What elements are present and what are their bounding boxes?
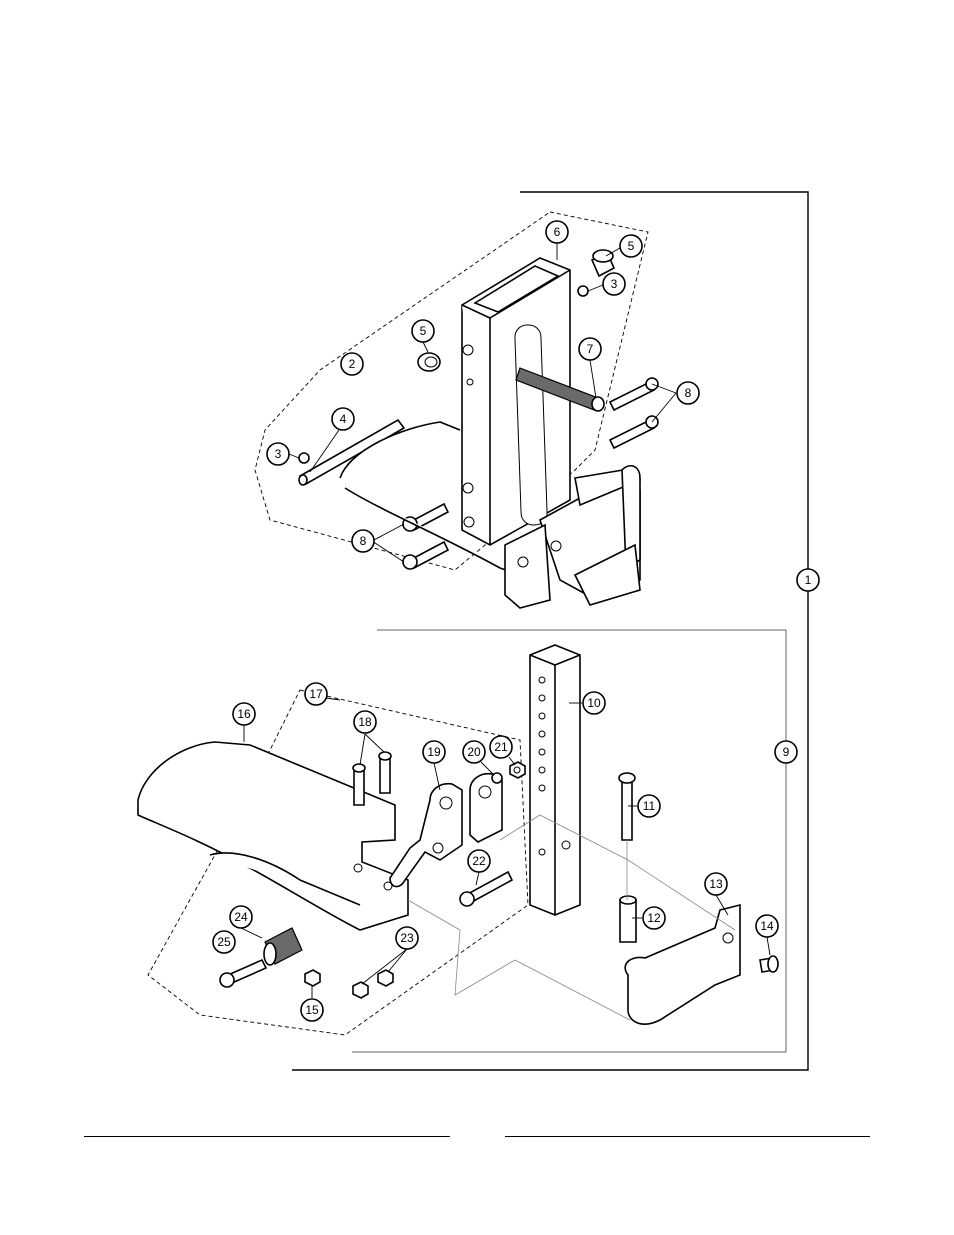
knob-part-24: [263, 927, 303, 966]
svg-text:20: 20: [467, 745, 481, 759]
clip-part-3-right: [577, 285, 589, 297]
upper-footplate-outline: [339, 421, 521, 576]
svg-text:5: 5: [420, 324, 427, 338]
callout-10: 10: [582, 691, 606, 715]
pin-part-4: [298, 418, 406, 486]
footer-rule-left: [84, 1136, 450, 1137]
callout-7: 7: [578, 337, 602, 361]
svg-text:10: 10: [587, 696, 601, 710]
svg-text:14: 14: [760, 919, 774, 933]
callout-19: 19: [422, 740, 446, 764]
callout-8-right: 8: [676, 381, 700, 405]
footer-rule-right: [505, 1136, 870, 1137]
svg-text:24: 24: [234, 910, 248, 924]
screw-part-22: [459, 870, 514, 907]
callout-1: 1: [796, 568, 820, 592]
threaded-rod-part-7: [515, 367, 605, 412]
svg-text:9: 9: [783, 745, 790, 759]
svg-text:7: 7: [587, 342, 594, 356]
callout-13: 13: [704, 872, 728, 896]
nut-part-15: [304, 969, 321, 987]
callout-14: 14: [755, 914, 779, 938]
svg-text:2: 2: [349, 357, 356, 371]
svg-text:4: 4: [340, 412, 347, 426]
callout-17: 17: [304, 682, 328, 706]
callout-16: 16: [232, 702, 256, 726]
spacer-part-12: [619, 895, 637, 943]
svg-text:21: 21: [494, 740, 508, 754]
svg-text:8: 8: [360, 534, 367, 548]
footplate-part-16: [137, 741, 409, 931]
svg-text:13: 13: [709, 877, 723, 891]
callout-6: 6: [545, 220, 569, 244]
svg-text:15: 15: [305, 1003, 319, 1017]
callout-23: 23: [395, 926, 419, 950]
svg-text:16: 16: [237, 707, 251, 721]
svg-text:8: 8: [685, 386, 692, 400]
callout-3-left: 3: [266, 442, 290, 466]
callout-5-right: 5: [619, 234, 643, 258]
bolt-part-11: [618, 772, 636, 841]
callout-5-left: 5: [411, 319, 435, 343]
svg-text:25: 25: [217, 935, 231, 949]
callout-2: 2: [340, 352, 364, 376]
callout-8-left: 8: [351, 529, 375, 553]
svg-text:3: 3: [275, 447, 282, 461]
svg-text:18: 18: [358, 715, 372, 729]
hinge-part-19: [389, 782, 463, 888]
callout-12: 12: [642, 906, 666, 930]
callout-21: 21: [489, 735, 513, 759]
bushing-part-5-right: [590, 249, 616, 278]
callout-3-right: 3: [602, 272, 626, 296]
housing-part-6: [461, 257, 571, 546]
svg-text:11: 11: [643, 799, 656, 813]
nut-part-23: [352, 969, 394, 999]
bushing-part-5-left: [417, 352, 441, 372]
callout-11: 11: [637, 794, 661, 818]
bracket-part-13: [624, 903, 741, 1025]
svg-text:5: 5: [628, 239, 635, 253]
bolt-part-18: [352, 751, 392, 806]
callout-24: 24: [229, 905, 253, 929]
tube-part-10: [529, 644, 581, 916]
nut-part-21: [509, 761, 526, 779]
assembly-bracket-9: [352, 629, 787, 1053]
assembly-bracket-1: [292, 191, 809, 1071]
assembly-phantom-lines: [407, 814, 736, 1021]
clip-part-3-left: [298, 452, 310, 464]
screw-part-14: [759, 955, 779, 973]
svg-text:17: 17: [309, 687, 323, 701]
callout-22: 22: [467, 849, 491, 873]
screw-part-8: [402, 377, 659, 570]
callout-20: 20: [462, 740, 486, 764]
svg-text:23: 23: [400, 931, 414, 945]
leader-lines: [240, 243, 771, 998]
svg-text:12: 12: [647, 911, 661, 925]
callout-4: 4: [331, 407, 355, 431]
callout-18: 18: [353, 710, 377, 734]
svg-text:1: 1: [805, 573, 812, 587]
clamp-block-assembly: [504, 465, 642, 609]
svg-text:3: 3: [611, 277, 618, 291]
svg-text:22: 22: [472, 854, 486, 868]
svg-text:6: 6: [554, 225, 561, 239]
callout-15: 15: [300, 998, 324, 1022]
svg-text:19: 19: [427, 745, 441, 759]
callout-25: 25: [212, 930, 236, 954]
callout-9: 9: [774, 740, 798, 764]
screw-part-25: [219, 958, 268, 988]
bushing-part-20: [469, 772, 503, 843]
